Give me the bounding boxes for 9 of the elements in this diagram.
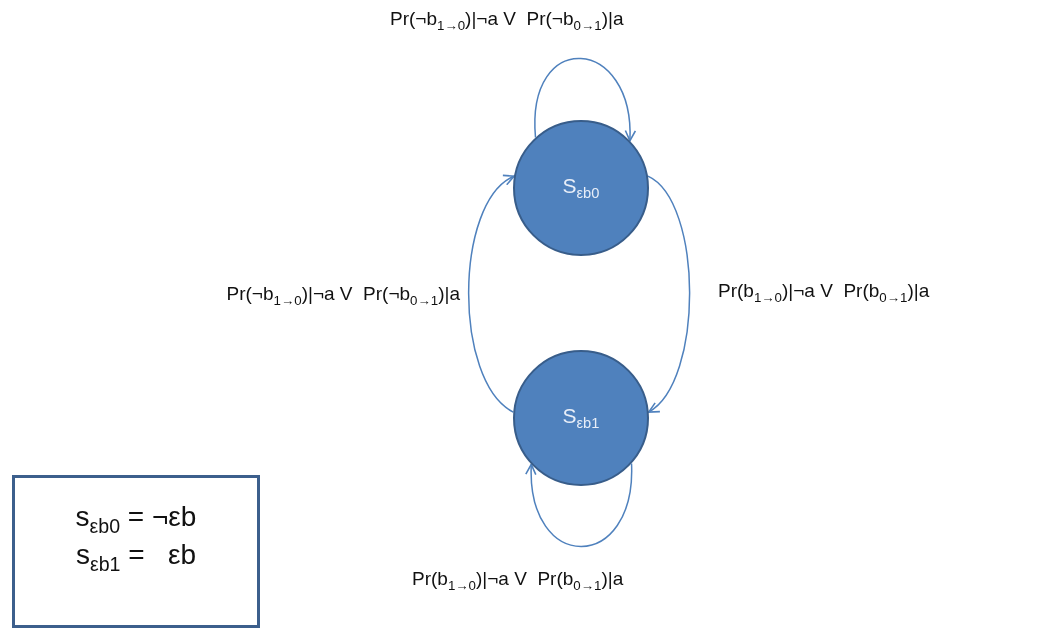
definition-box <box>12 475 260 628</box>
arrow <box>525 462 633 548</box>
arrow <box>647 175 691 413</box>
state-label: S$_{εb0}$ <box>562 174 600 202</box>
definition-text: s$_{εb0}$ = ¬εb <box>75 500 197 539</box>
definition-text: s$_{εb1}$ = εb <box>75 538 197 577</box>
arrow <box>534 57 636 142</box>
arrow <box>467 175 515 413</box>
state-label: S$_{εb1}$ <box>562 404 600 432</box>
